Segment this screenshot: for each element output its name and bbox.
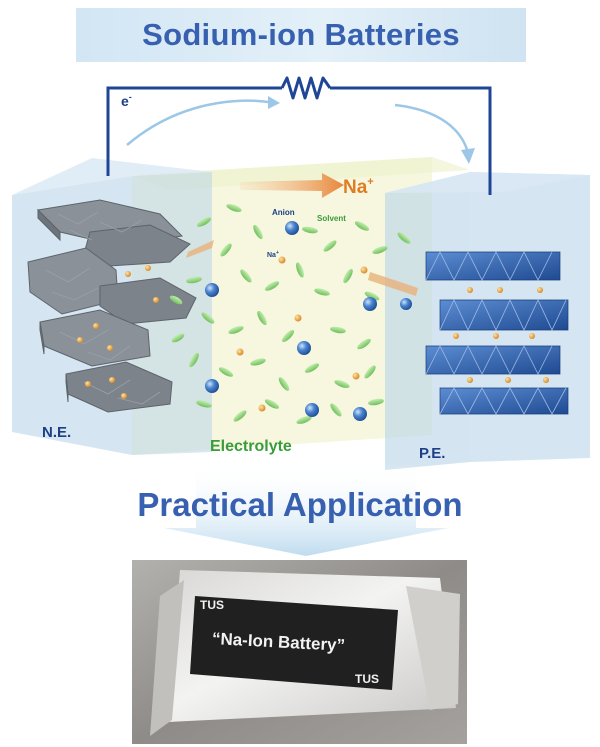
circuit-wire <box>106 86 282 176</box>
electron-label: e- <box>121 92 132 109</box>
tus-top-text: TUS <box>200 598 224 612</box>
positive-electrode-label: P.E. <box>419 445 446 462</box>
electrolyte-label: Electrolyte <box>210 438 292 455</box>
solvent-molecules <box>169 204 411 424</box>
pouch-cell-photo <box>132 560 467 744</box>
down-arrow <box>164 462 448 556</box>
tus-bottom-text: TUS <box>355 672 379 686</box>
negative-electrode-label: N.E. <box>42 424 72 441</box>
layered-cathode <box>425 251 569 415</box>
anion-spheres <box>205 221 412 421</box>
battery-label-rect <box>190 596 398 690</box>
sodium-ion-arrow <box>240 173 344 198</box>
sodium-ion-label: Na+ <box>343 176 374 198</box>
insertion-arrow-pe <box>368 272 418 296</box>
anion-label: Anion <box>272 208 295 217</box>
practical-application-heading: Practical Application <box>137 486 463 523</box>
na-small-label: Na+ <box>267 250 279 259</box>
sodium-ions <box>77 256 549 412</box>
page-title: Sodium-ion Batteries <box>142 17 460 52</box>
title-banner <box>76 8 526 62</box>
electron-flow-arrow <box>126 96 475 164</box>
resistor-icon <box>280 76 332 100</box>
solvent-label: Solvent <box>317 214 346 223</box>
circuit-wire-right <box>330 86 492 195</box>
graphene-stack <box>27 199 197 413</box>
insertion-arrow-ne <box>186 240 214 258</box>
